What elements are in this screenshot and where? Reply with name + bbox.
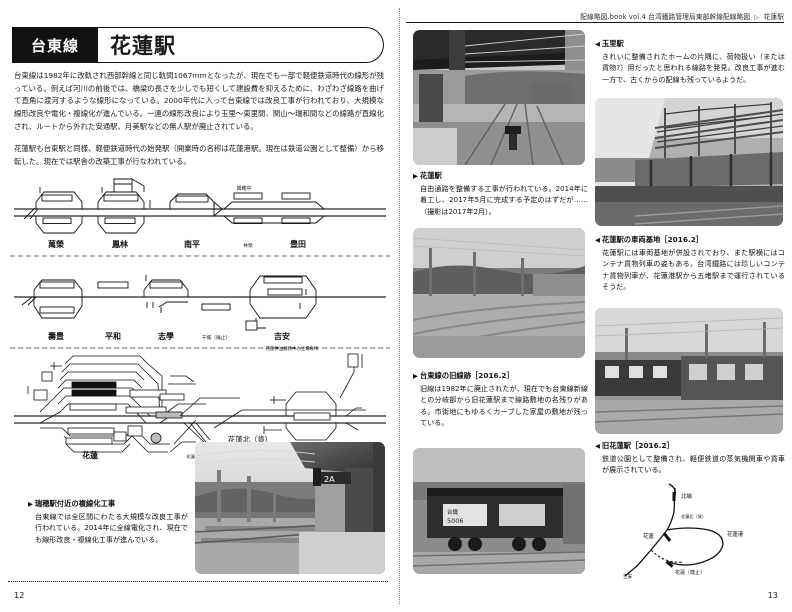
photo-hualien-depot [595, 308, 783, 434]
station-name-title: 花蓮駅 [98, 27, 384, 63]
photo-yuli-station [595, 98, 783, 226]
minimap-label-hualien: 花蓮 [643, 532, 654, 540]
minimap-label-hualien-old: 花蓮（廃止） [675, 569, 705, 576]
svg-text:壽豊: 壽豊 [48, 331, 64, 341]
svg-text:萬榮: 萬榮 [48, 239, 64, 249]
caption-left-bottom: ▶瑞穂駅付近の複線化工事 台東線では全区間にわたる大規模な改良工事が行われている… [28, 498, 188, 545]
svg-text:林榮: 林榮 [243, 242, 253, 249]
line-name-badge: 台東線 [12, 27, 98, 63]
minimap-label-hualien-north: 花蓮北（貨） [681, 513, 706, 520]
running-head-caret-icon: ▷ [754, 14, 760, 21]
page-number-left: 12 [14, 590, 25, 600]
svg-text:興穂中: 興穂中 [236, 185, 251, 192]
page-number-right: 13 [767, 590, 778, 600]
page-title: 台東線 花蓮駅 [12, 27, 384, 63]
caption-mid-top-title: ▶花蓮駅 [413, 171, 442, 180]
caption-right-bottom: ◀旧花蓮駅［2016.2］ 鉄道公園として整備され、軽便鉄道の蒸気機関車や貨車が… [595, 440, 785, 476]
track-layout-diagram: 興穂中 萬榮 鳳林 南平 林榮 豊田 [10, 176, 390, 461]
svg-text:花蓮: 花蓮 [82, 450, 98, 460]
running-head-section: 花蓮駅 [763, 13, 784, 21]
caption-mid-bottom-body: 旧線は1982年に廃止されたが、現在でも台東線新線との分岐部から旧花蓮駅まで線路… [420, 383, 588, 428]
svg-text:志學: 志學 [158, 331, 174, 341]
svg-text:花蓮北（貨）: 花蓮北（貨） [228, 435, 272, 444]
body-paragraph-1: 台東線は1982年に改軌され西部幹線と同じ軌間1067mmとなったが、現在でも一… [14, 71, 384, 131]
caption-mid-top-body: 自由通路を整備する工事が行われている。2014年に着工し、2017年5月に完成す… [420, 183, 588, 216]
body-paragraph-2: 花蓮駅も台東駅と同様、軽便鉄道時代の始発駅（開業時の名称は花蓮港駅。現在は鉄道公… [14, 144, 384, 166]
caption-right-top-title: ◀玉里駅 [595, 39, 624, 48]
caption-marker-icon: ▶ [413, 372, 418, 380]
caption-right-bottom-body: 鉄道公園として整備され、軽便鉄道の蒸気機関車や貨車が展示されている。 [602, 453, 785, 475]
caption-mid-top: ▶花蓮駅 自由通路を整備する工事が行われている。2014年に着工し、2017年5… [413, 170, 588, 217]
caption-right-mid-title: ◀花蓮駅の車両基地［2016.2］ [595, 235, 704, 244]
caption-right-top-body: きれいに整備されたホームの片隅に、荷物扱い（または貨物?）用だったと思われる線路… [602, 51, 785, 84]
caption-marker-icon: ▶ [28, 500, 33, 508]
page-gutter-divider [399, 8, 400, 604]
running-head-rule [406, 22, 784, 23]
svg-text:台鐵: 台鐵 [447, 508, 459, 516]
caption-marker-icon: ▶ [413, 172, 418, 180]
caption-right-top: ◀玉里駅 きれいに整備されたホームの片隅に、荷物扱い（または貨物?）用だったと思… [595, 38, 785, 85]
photo-freight-wagon: 台鐵 5006 [413, 448, 585, 574]
svg-text:吉安: 吉安 [274, 331, 290, 341]
footer-rule-left [8, 581, 388, 582]
route-minimap: 北埔 花蓮北（貨） 花蓮 花蓮港 花蓮（廃止） 吉安 [617, 482, 782, 580]
caption-marker-icon: ◀ [595, 442, 600, 450]
minimap-label-jian: 吉安 [623, 573, 633, 580]
caption-marker-icon: ◀ [595, 236, 600, 244]
svg-text:豊田: 豊田 [290, 239, 306, 249]
svg-text:平和: 平和 [105, 331, 121, 341]
svg-text:南平: 南平 [184, 239, 200, 249]
photo-hualien-platform: 2A [195, 442, 385, 574]
running-head: 配線略図.book vol.4 台湾鐵路管理局東部幹線配線略図 ▷ 花蓮駅 [580, 11, 784, 21]
photo-hualien-station-construction [413, 30, 585, 165]
caption-marker-icon: ◀ [595, 40, 600, 48]
svg-text:干城（廃止）: 干城（廃止） [202, 334, 231, 341]
svg-text:5006: 5006 [447, 517, 464, 525]
caption-left-bottom-title: ▶瑞穂駅付近の複線化工事 [28, 499, 116, 508]
caption-mid-bottom: ▶台東線の旧線跡［2016.2］ 旧線は1982年に廃止されたが、現在でも台東線… [413, 370, 588, 429]
svg-text:2A: 2A [324, 475, 335, 484]
caption-right-bottom-title: ◀旧花蓮駅［2016.2］ [595, 441, 674, 450]
svg-text:花蓮供油服務中心注場專用: 花蓮供油服務中心注場專用 [266, 345, 319, 352]
left-page: 台東線 花蓮駅 台東線は1982年に改軌され西部幹線と同じ軌間1067mmとなっ… [8, 27, 390, 600]
caption-right-mid-body: 花蓮駅には車両基地が併設されており、また駅横にはコンテナ貨物列車の姿もある。台湾… [602, 247, 785, 292]
right-page: ▶花蓮駅 自由通路を整備する工事が行われている。2014年に着工し、2017年5… [399, 0, 792, 612]
caption-mid-bottom-title: ▶台東線の旧線跡［2016.2］ [413, 371, 514, 380]
svg-text:鳳林: 鳳林 [112, 239, 128, 249]
caption-left-bottom-body: 台東線では全区間にわたる大規模な改良工事が行われている。2014年に全線電化され… [35, 511, 188, 544]
caption-right-mid: ◀花蓮駅の車両基地［2016.2］ 花蓮駅には車両基地が併設されており、また駅横… [595, 234, 785, 293]
running-head-book-title: 配線略図.book vol.4 台湾鐵路管理局東部幹線配線略図 [580, 13, 751, 21]
photo-old-line-trace [413, 228, 585, 358]
minimap-label-hualien-port: 花蓮港 [727, 530, 744, 538]
minimap-label-beipu: 北埔 [681, 492, 692, 500]
